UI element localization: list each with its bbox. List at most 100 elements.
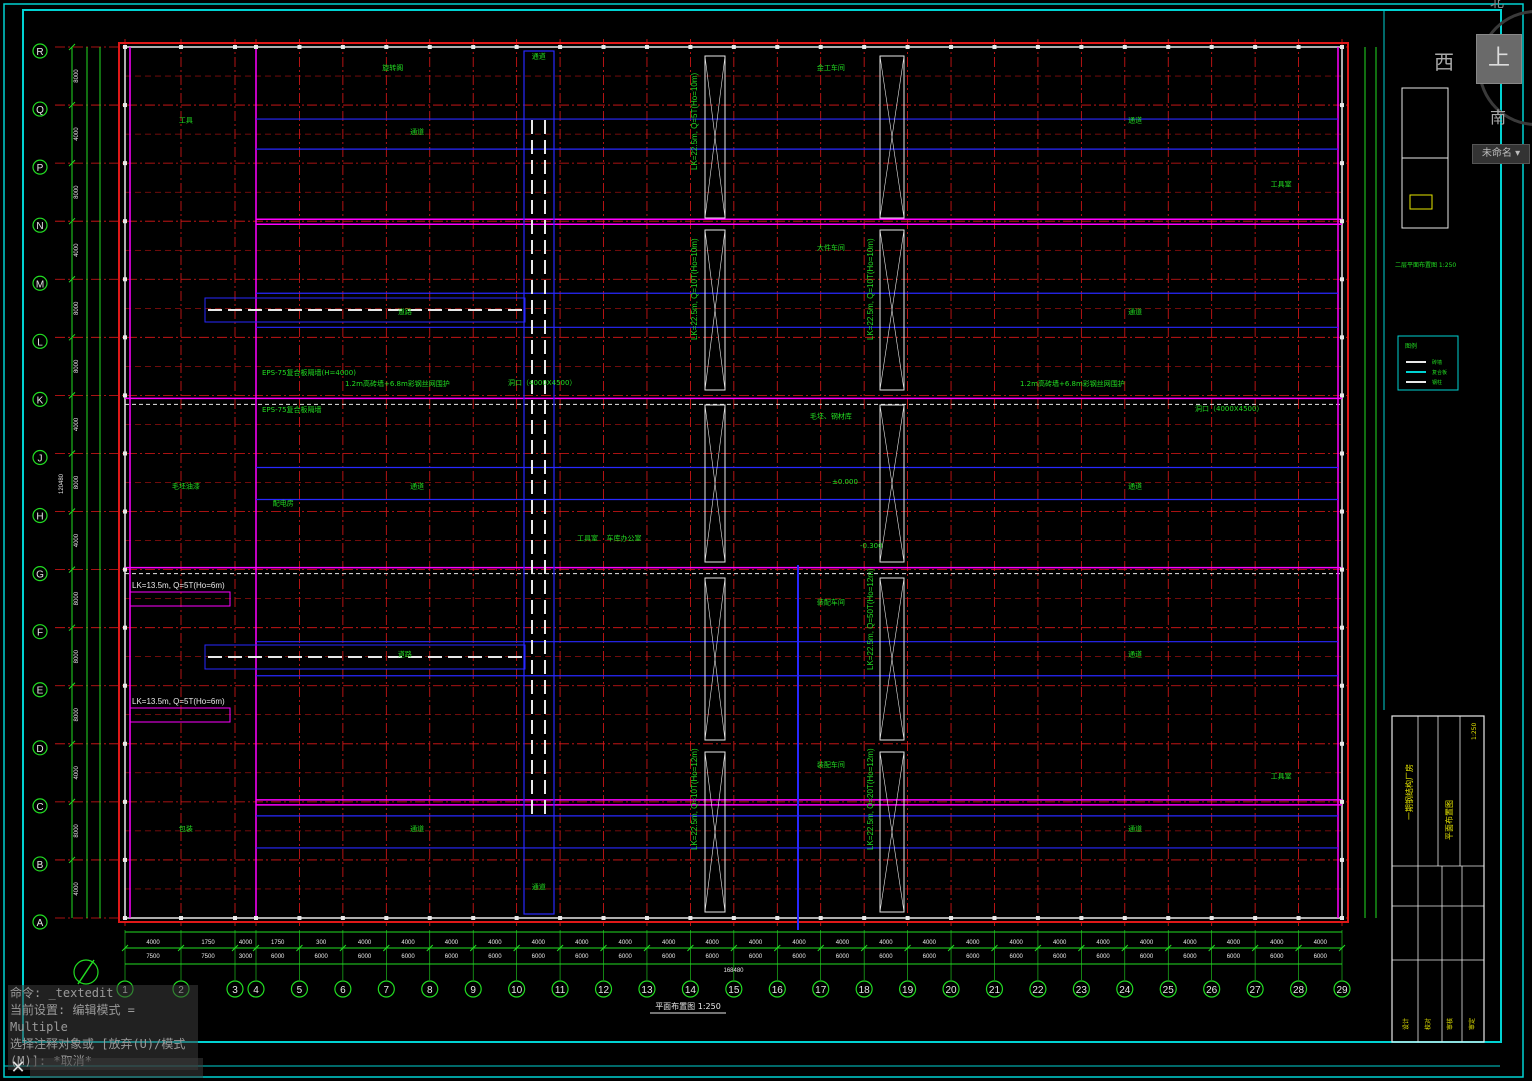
row-axis-label: M <box>36 279 44 290</box>
room-label: 车库办公室 <box>606 534 641 543</box>
col-axis-label: 29 <box>1336 985 1348 996</box>
steel-column <box>179 916 183 920</box>
steel-column <box>818 45 823 49</box>
col-axis-bubble <box>334 980 352 998</box>
steel-column <box>1253 45 1258 49</box>
dim-text: 6000 <box>966 954 980 960</box>
title-block-field: 审核 <box>1446 1018 1454 1030</box>
annotation-note: -0.300 <box>860 542 883 550</box>
col-axis-bubble <box>464 980 482 998</box>
row-axis-bubble <box>32 333 48 349</box>
annotation-note: 1.2m高砖墙+6.8m彩钢丝网围护 <box>1020 379 1125 388</box>
row-axis-label: P <box>37 163 44 174</box>
dim-text: 6000 <box>401 954 415 960</box>
crane-zone <box>704 577 726 741</box>
dim-tick <box>469 944 477 952</box>
room-label: 工具室 <box>577 534 598 543</box>
dim-text: 4000 <box>445 940 459 946</box>
wcs-dropdown[interactable]: 未命名 ▾ <box>1472 144 1530 164</box>
row-axis-label: D <box>36 744 43 755</box>
crane-zone-cross <box>879 229 905 391</box>
view-cube-top-face[interactable]: 上 <box>1476 34 1522 84</box>
grid-axis-bubbles: RQPNMLKJHGFEDCBA123456789101112131415161… <box>32 43 1351 998</box>
steel-column <box>1296 916 1301 920</box>
col-axis-label: 23 <box>1076 985 1088 996</box>
dim-text: 4000 <box>401 940 415 946</box>
col-axis-bubble <box>1116 980 1134 998</box>
dim-tick <box>68 217 76 225</box>
dim-text: 4000 <box>488 940 502 946</box>
dim-text: 4000 <box>1227 940 1241 946</box>
view-cube-north[interactable]: 北 <box>1490 0 1504 11</box>
steel-column <box>1340 335 1344 340</box>
total-width-dim: 120480 <box>59 473 65 494</box>
row-axis-label: A <box>37 918 44 929</box>
dim-text: 6000 <box>445 954 459 960</box>
steel-column <box>905 916 910 920</box>
room-label: 大件车间 <box>817 243 845 252</box>
dim-text: 6000 <box>1096 954 1110 960</box>
room-label: 通道 <box>532 882 546 891</box>
annotation-note: 洞口（4000X4500） <box>1195 404 1263 413</box>
col-axis-label: 18 <box>859 985 871 996</box>
annotation-note: EPS-75复合板隔墙(H=4000) <box>262 368 356 377</box>
dim-text: 4000 <box>1010 940 1024 946</box>
steel-column <box>775 45 780 49</box>
view-cube-west[interactable]: 西 <box>1434 50 1454 74</box>
col-axis-label: 22 <box>1032 985 1044 996</box>
steel-column <box>688 916 693 920</box>
col-axis-bubble <box>898 980 917 998</box>
legend-item: 复合板 <box>1432 369 1447 376</box>
crane-zone <box>704 229 726 391</box>
steel-column <box>123 451 127 456</box>
row-axis-label: K <box>37 395 44 406</box>
col-axis-label: 26 <box>1206 985 1218 996</box>
room-label: 通道 <box>410 824 424 833</box>
col-axis-bubble <box>725 980 743 998</box>
col-axis-label: 14 <box>685 985 697 996</box>
steel-column <box>862 916 867 920</box>
second-floor-caption: 二层平面布置图 1:250 <box>1395 261 1456 269</box>
steel-column <box>297 916 302 920</box>
crane-zone <box>879 577 905 741</box>
dim-tick <box>1034 944 1042 952</box>
steel-column <box>340 916 345 920</box>
dim-tick <box>68 508 76 515</box>
row-axis-bubble <box>32 624 48 640</box>
view-cube-south[interactable]: 南 <box>1490 108 1507 127</box>
row-axis-label: Q <box>36 105 44 116</box>
dim-tick <box>231 944 239 952</box>
steel-column <box>992 45 997 49</box>
steel-column <box>1340 741 1344 746</box>
command-input[interactable] <box>30 1058 203 1078</box>
steel-column <box>1253 916 1258 920</box>
col-axis-label: 10 <box>511 985 523 996</box>
dim-text: 6000 <box>575 954 589 960</box>
steel-column <box>1166 916 1171 920</box>
close-icon[interactable]: ✕ <box>10 1057 26 1078</box>
steel-column <box>1035 916 1040 920</box>
col-axis-bubble <box>1159 980 1177 998</box>
dim-text: 4000 <box>836 940 850 946</box>
crane-label: LK=22.5m, Q=5T(Ho=10m) <box>690 73 699 170</box>
steel-column <box>471 45 476 49</box>
title-block-field: 校对 <box>1424 1018 1432 1030</box>
steel-column <box>731 45 736 49</box>
col-axis-label: 17 <box>815 985 827 996</box>
steel-column <box>254 916 258 920</box>
col-axis-label: 12 <box>598 985 610 996</box>
room-label: 工具 <box>179 116 193 124</box>
crane-zone <box>704 404 726 563</box>
steel-column <box>297 45 302 49</box>
plan-caption: 平面布置图 1:250 <box>655 1001 721 1011</box>
steel-column <box>601 916 606 920</box>
dim-text: 6000 <box>271 954 285 960</box>
dim-text: 4000 <box>1140 940 1154 946</box>
dim-text: 6000 <box>1010 954 1024 960</box>
view-cube[interactable]: 北 西 上 南 未命名 ▾ <box>1434 0 1532 165</box>
dim-tick <box>68 101 76 109</box>
title-block-field: 审定 <box>1468 1018 1476 1030</box>
dim-tick <box>1295 944 1302 952</box>
dim-tick <box>860 944 868 952</box>
